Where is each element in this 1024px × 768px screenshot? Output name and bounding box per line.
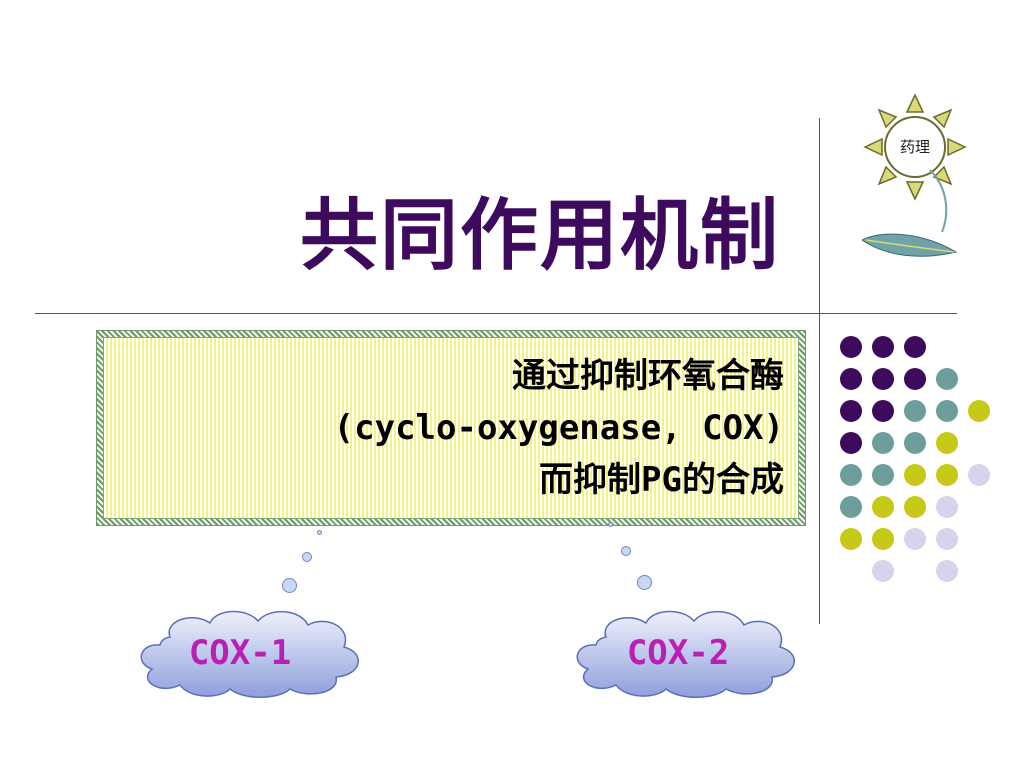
thought-bubble-dot (302, 552, 312, 562)
thought-bubble-dot (608, 522, 613, 527)
decorative-dot (872, 464, 894, 486)
decorative-dot (968, 400, 990, 422)
decorative-dot (872, 528, 894, 550)
decorative-dot (904, 368, 926, 390)
decorative-dot (904, 432, 926, 454)
cloud-cox2: COX-2 (566, 605, 806, 700)
decorative-dot (840, 464, 862, 486)
callout-box: 通过抑制环氧合酶 (cyclo-oxygenase, COX) 而抑制PG的合成 (96, 330, 806, 526)
decorative-dot (872, 336, 894, 358)
thought-bubble-dot (637, 575, 652, 590)
decorative-dot (904, 464, 926, 486)
decorative-dot (840, 528, 862, 550)
logo: 药理 (861, 92, 972, 262)
decorative-dot (936, 496, 958, 518)
thought-bubble-dot (621, 546, 631, 556)
decorative-dot (840, 496, 862, 518)
decorative-dot (872, 496, 894, 518)
decorative-dot (904, 496, 926, 518)
cloud-icon (576, 610, 796, 698)
sun-logo-icon (861, 93, 967, 257)
cloud-icon (140, 610, 360, 698)
decorative-dot (904, 528, 926, 550)
thought-bubble-dot (317, 530, 322, 535)
decorative-dot (968, 464, 990, 486)
decorative-dot (872, 432, 894, 454)
decorative-dot (936, 560, 958, 582)
cloud-cox1: COX-1 (130, 605, 370, 700)
decorative-dot (936, 432, 958, 454)
callout-content: 通过抑制环氧合酶 (cyclo-oxygenase, COX) 而抑制PG的合成 (103, 337, 799, 519)
decorative-dot (840, 400, 862, 422)
callout-line-3: 而抑制PG的合成 (539, 460, 784, 500)
decorative-dot (872, 400, 894, 422)
cloud-label-cox2: COX-2 (626, 633, 730, 673)
decorative-dot (840, 368, 862, 390)
callout-line-1: 通过抑制环氧合酶 (512, 356, 784, 396)
cloud-label-cox1: COX-1 (188, 633, 292, 673)
decorative-dot (904, 336, 926, 358)
vertical-divider (819, 118, 820, 624)
decorative-dot (936, 368, 958, 390)
decorative-dot (936, 464, 958, 486)
page-title: 共同作用机制 (299, 191, 780, 281)
decorative-dot (936, 528, 958, 550)
decorative-dot (872, 368, 894, 390)
decorative-dot (936, 400, 958, 422)
decorative-dot (904, 400, 926, 422)
decorative-dot (872, 560, 894, 582)
decorative-dot (840, 432, 862, 454)
horizontal-divider (35, 313, 957, 314)
logo-text: 药理 (899, 138, 930, 156)
decorative-dot (840, 336, 862, 358)
callout-line-2: (cyclo-oxygenase, COX) (333, 408, 784, 448)
thought-bubble-dot (282, 578, 297, 593)
